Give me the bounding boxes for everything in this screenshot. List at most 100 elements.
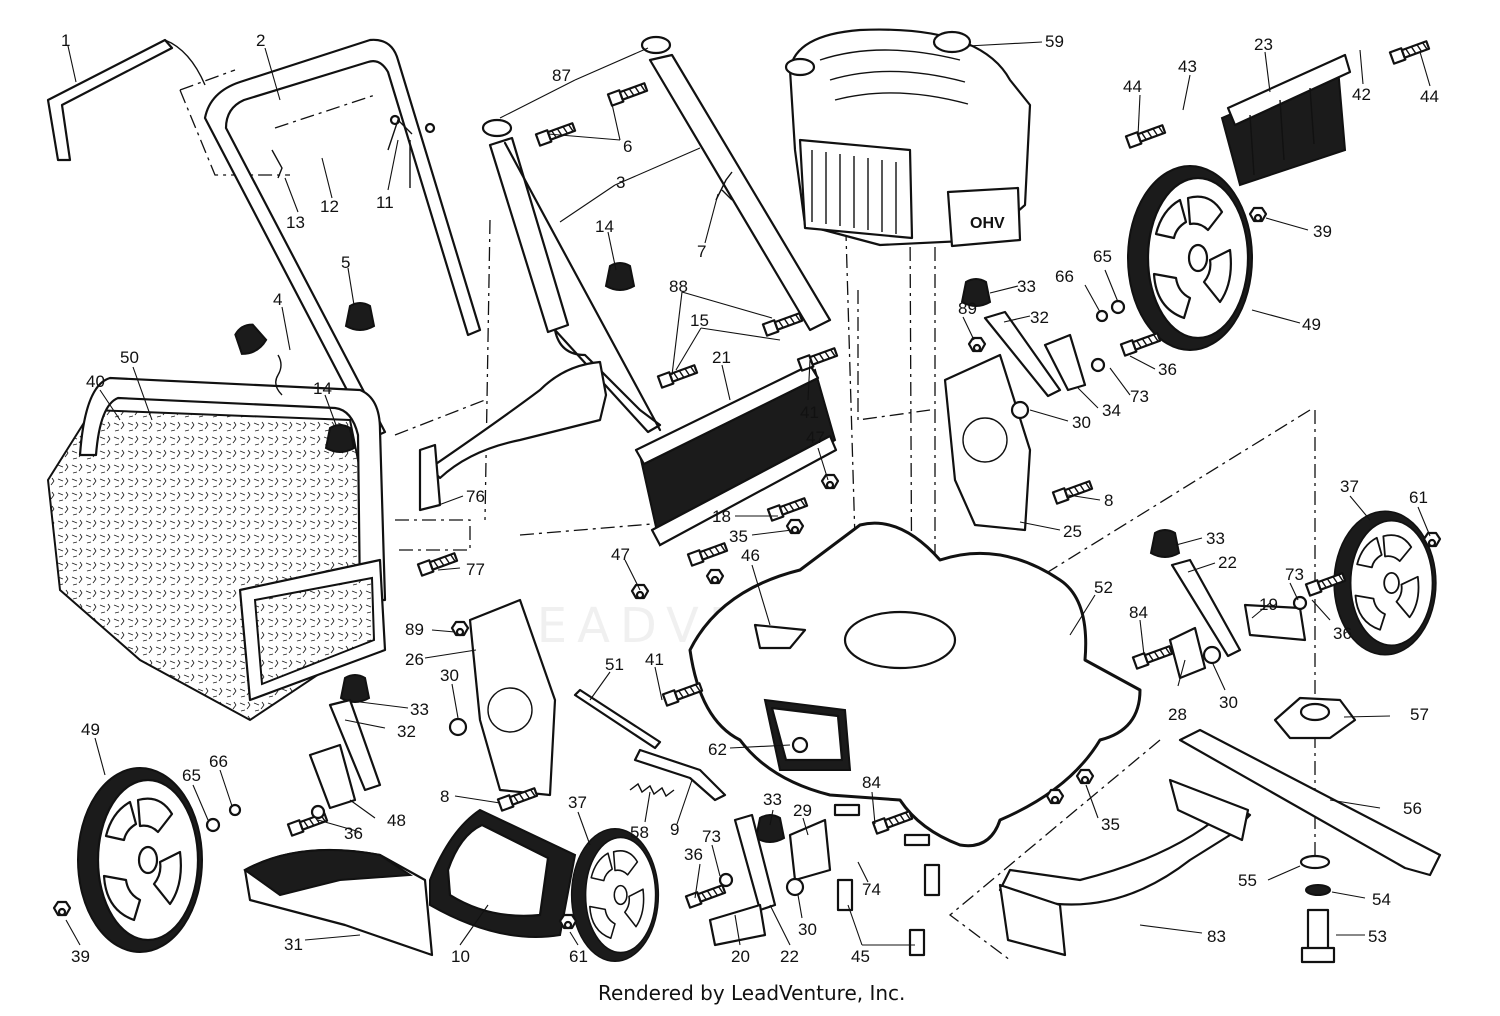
fasteners [52, 38, 1442, 957]
part-label-65: 65 [182, 766, 201, 785]
part-label-36: 36 [684, 845, 703, 864]
part-label-33: 33 [763, 790, 782, 809]
part-label-47: 47 [806, 428, 825, 447]
part-label-56: 56 [1403, 799, 1422, 818]
part-label-49: 49 [81, 720, 100, 739]
part-label-35: 35 [1101, 815, 1120, 834]
part-label-5: 5 [341, 253, 350, 272]
part-label-54: 54 [1372, 890, 1391, 909]
part-label-29: 29 [793, 801, 812, 820]
part-label-15: 15 [690, 311, 709, 330]
part-label-30: 30 [1072, 413, 1091, 432]
part-label-73: 73 [1130, 387, 1149, 406]
part-label-33: 33 [1017, 277, 1036, 296]
part-label-31: 31 [284, 935, 303, 954]
part-label-39: 39 [71, 947, 90, 966]
height-adjuster-right [943, 353, 1032, 532]
part-label-30: 30 [1219, 693, 1238, 712]
part-label-61: 61 [1409, 488, 1428, 507]
part-label-37: 37 [568, 793, 587, 812]
part-label-37: 37 [1340, 477, 1359, 496]
part-label-66: 66 [1055, 267, 1074, 286]
part-label-14: 14 [313, 379, 332, 398]
part-label-18: 18 [712, 507, 731, 526]
part-label-89: 89 [405, 620, 424, 639]
part-label-4: 4 [273, 290, 282, 309]
mulch-plug [634, 363, 838, 547]
part-label-30: 30 [440, 666, 459, 685]
axle-rod [573, 688, 727, 802]
part-label-46: 46 [741, 546, 760, 565]
front-wheel-left [570, 827, 660, 963]
part-label-87: 87 [552, 66, 571, 85]
part-label-8: 8 [1104, 491, 1113, 510]
part-label-45: 45 [851, 947, 870, 966]
part-label-26: 26 [405, 650, 424, 669]
part-label-58: 58 [630, 823, 649, 842]
part-label-73: 73 [702, 827, 721, 846]
part-label-50: 50 [120, 348, 139, 367]
part-label-61: 61 [569, 947, 588, 966]
part-label-59: 59 [1045, 32, 1064, 51]
part-label-55: 55 [1238, 871, 1257, 890]
upper-handle [203, 38, 482, 440]
part-label-23: 23 [1254, 35, 1273, 54]
rear-wheel-left [76, 766, 204, 954]
part-label-40: 40 [86, 372, 105, 391]
part-label-65: 65 [1093, 247, 1112, 266]
part-label-13: 13 [286, 213, 305, 232]
lower-handle [481, 35, 832, 434]
part-label-73: 73 [1285, 565, 1304, 584]
rear-chute [418, 360, 608, 512]
part-label-14: 14 [595, 217, 614, 236]
rear-wheel-right [1126, 164, 1254, 352]
rear-flap [1220, 53, 1352, 187]
blade-adapter [1273, 696, 1357, 740]
part-label-12: 12 [320, 197, 339, 216]
part-label-42: 42 [1352, 85, 1371, 104]
part-label-11: 11 [376, 193, 394, 212]
part-label-33: 33 [410, 700, 429, 719]
part-label-74: 74 [862, 880, 881, 899]
part-label-57: 57 [1410, 705, 1429, 724]
part-label-49: 49 [1302, 315, 1321, 334]
part-label-52: 52 [1094, 578, 1113, 597]
part-label-30: 30 [798, 920, 817, 939]
engine: OHV [784, 28, 1032, 248]
baffle [998, 778, 1252, 957]
part-label-34: 34 [1102, 401, 1121, 420]
part-label-10: 10 [451, 947, 470, 966]
blade-bolt-stack [1299, 854, 1336, 964]
part-label-47: 47 [611, 545, 630, 564]
part-label-2: 2 [256, 31, 265, 50]
part-label-39: 39 [1313, 222, 1332, 241]
part-labels: 1 2 87 59 23 43 44 42 44 6 3 11 13 12 7 … [61, 31, 1439, 966]
part-label-88: 88 [669, 277, 688, 296]
part-label-43: 43 [1178, 57, 1197, 76]
part-label-28: 28 [1168, 705, 1187, 724]
part-label-36: 36 [1158, 360, 1177, 379]
part-label-22: 22 [1218, 553, 1237, 572]
part-label-35: 35 [729, 527, 748, 546]
mower-deck [688, 521, 1142, 848]
part-label-41: 41 [645, 650, 664, 669]
part-label-33: 33 [1206, 529, 1225, 548]
part-label-7: 7 [697, 242, 706, 261]
part-label-84: 84 [1129, 603, 1148, 622]
part-label-8: 8 [440, 787, 449, 806]
engine-badge: OHV [970, 215, 1005, 232]
part-label-25: 25 [1063, 522, 1082, 541]
part-label-3: 3 [616, 173, 625, 192]
part-label-21: 21 [712, 348, 731, 367]
part-label-6: 6 [623, 137, 632, 156]
part-label-77: 77 [466, 560, 485, 579]
part-label-36: 36 [1333, 624, 1352, 643]
grass-bag [46, 376, 387, 722]
credit-text: Rendered by LeadVenture, Inc. [598, 981, 905, 1005]
handle-control-bar [46, 38, 206, 162]
leader-lines [65, 41, 1431, 946]
part-label-48: 48 [387, 811, 406, 830]
part-label-32: 32 [1030, 308, 1049, 327]
